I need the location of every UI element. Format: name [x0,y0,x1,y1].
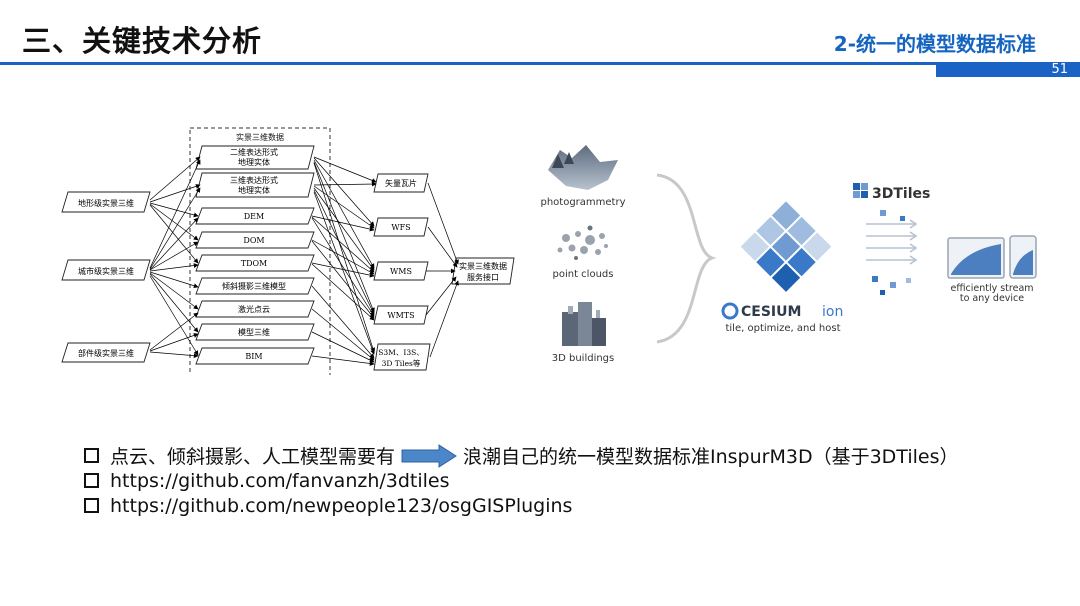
item-2d-entity: 地理实体 [238,157,270,167]
stream-caption-line1: efficiently stream [950,283,1033,294]
service-wmts: WMTS [387,311,414,320]
tile-squares-icon [872,210,911,295]
stream-caption-line2: to any device [960,293,1024,304]
merge-brace [656,173,717,344]
point-cloud-icon [557,225,608,260]
3d-buildings-label: 3D buildings [552,353,615,364]
container-label: 实景三维数据 [236,132,284,142]
cesium-mark-icon [721,302,739,320]
source-city: 城市级实景三维 [78,266,134,276]
cesium-ion: ion [822,304,843,320]
bullet-item: https://github.com/newpeople123/osgGISPl… [84,493,958,518]
item-bim: BIM [245,352,262,361]
service-vector-tile: 矢量瓦片 [385,178,417,188]
item-tdom: TDOM [241,259,268,268]
source-component: 部件级实景三维 [78,348,134,358]
stream-arrows [866,219,918,265]
3dtiles-logo-icon [853,183,868,198]
item-dem: DEM [244,212,264,221]
checkbox-bullet-icon [84,498,99,513]
item-3d-form: 三维表达形式 [230,175,278,185]
container-box [189,127,331,375]
item-model: 模型三维 [238,327,270,337]
link-osggisplugins[interactable]: https://github.com/newpeople123/osgGISPl… [110,494,573,517]
technology-diagram: 实景三维数据 地形级实景三维 城市级实景三维 部件级实景三维 二维表达形式 地理… [61,127,1037,375]
item-3d-entity: 地理实体 [238,185,270,195]
bullet-text-left: 点云、倾斜摄影、人工模型需要有 [110,446,396,468]
checkbox-bullet-icon [84,448,99,463]
item-lidar: 激光点云 [238,304,270,314]
cesium-caption: tile, optimize, and host [725,323,840,334]
slide-title: 三、关键技术分析 [22,24,263,58]
link-3dtiles[interactable]: https://github.com/fanvanzh/3dtiles [110,469,450,492]
item-2d-form: 二维表达形式 [230,147,278,157]
cesium-logo-icon [740,201,832,292]
slide-subtitle: 2-统一的模型数据标准 [833,32,1036,56]
bullet-list: 点云、倾斜摄影、人工模型需要有 浪潮自己的统一模型数据标准InspurM3D（基… [84,443,958,518]
photogrammetry-label: photogrammetry [540,197,625,208]
cesium-brand: CESIUM [741,304,801,320]
buildings-icon [562,302,606,346]
bullet-item: 点云、倾斜摄影、人工模型需要有 浪潮自己的统一模型数据标准InspurM3D（基… [84,443,958,468]
service-s3m: S3M、I3S、 [378,348,423,357]
source-terrain: 地形级实景三维 [78,198,134,208]
output-line1: 实景三维数据 [459,261,507,271]
bullet-text-right: 浪潮自己的统一模型数据标准InspurM3D（基于3DTiles） [463,446,959,468]
devices-icon [947,235,1037,279]
service-3dtiles: 3D Tiles等 [382,358,421,368]
item-dom: DOM [243,236,264,245]
cesium-pipeline: photogrammetry point clouds 3D buildings [540,145,1037,364]
output-line2: 服务接口 [467,272,499,282]
point-clouds-label: point clouds [553,269,614,280]
photogrammetry-icon [548,145,618,190]
service-wms: WMS [390,267,412,276]
right-arrow-icon [401,443,457,468]
data-flow-schematic: 实景三维数据 地形级实景三维 城市级实景三维 部件级实景三维 二维表达形式 地理… [61,127,515,375]
item-oblique: 倾斜摄影三维模型 [222,281,286,291]
bullet-item: https://github.com/fanvanzh/3dtiles [84,468,958,493]
checkbox-bullet-icon [84,473,99,488]
3dtiles-logo-text: 3DTiles [872,186,930,202]
page-number: 51 [936,62,1080,77]
header-rule [0,62,1080,65]
service-wfs: WFS [391,223,410,232]
